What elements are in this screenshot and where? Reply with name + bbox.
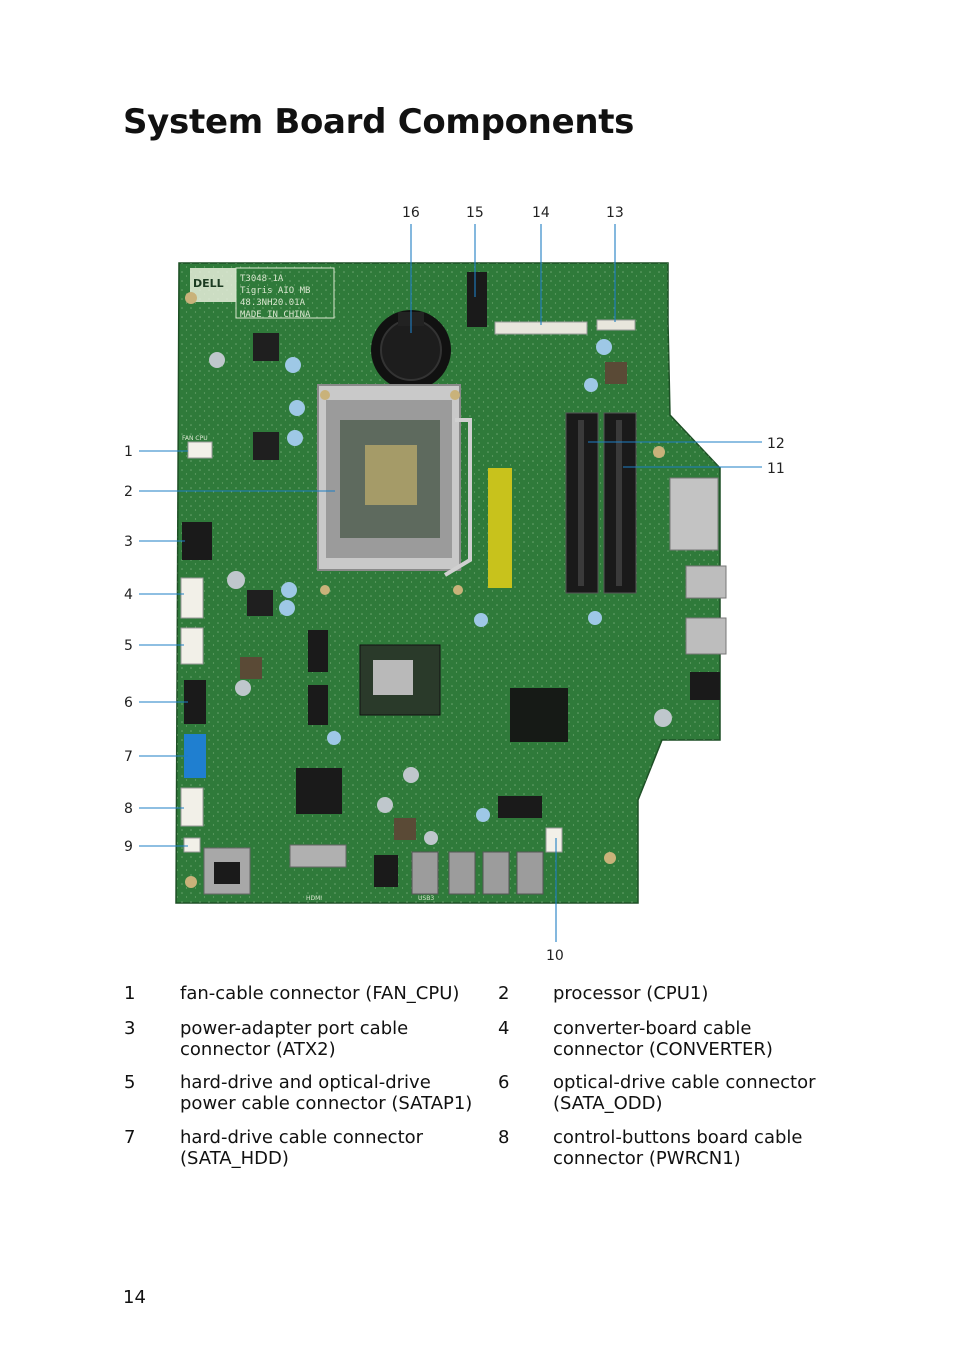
- callout-6: 6: [124, 695, 133, 711]
- usb-silkscreen: USB3: [418, 895, 434, 902]
- legend-num-3: 3: [124, 1018, 136, 1039]
- callout-3: 3: [124, 534, 133, 550]
- legend-num-7: 7: [124, 1127, 136, 1148]
- gpu-die: [373, 660, 413, 695]
- legend-num-5: 5: [124, 1072, 136, 1093]
- connector-13: [596, 319, 636, 331]
- callout-leaders: [139, 224, 762, 942]
- legend-text-5: hard-drive and optical-drive power cable…: [180, 1072, 473, 1114]
- connector-10: [545, 827, 563, 853]
- callout-8: 8: [124, 801, 133, 817]
- card-reader: [669, 477, 719, 551]
- side-usb-ports: [685, 565, 727, 700]
- processor-socket: [317, 384, 472, 577]
- page-number: 14: [123, 1287, 146, 1308]
- gold-pad: [488, 468, 512, 588]
- hdmi-port: [289, 844, 347, 868]
- ethernet-jack: [214, 862, 240, 884]
- board-model-line2: Tigris AIO MB: [240, 286, 310, 296]
- board-model-line1: T3048-1A: [240, 274, 284, 284]
- coin-cell-battery: [371, 310, 451, 390]
- inductors: [240, 333, 627, 840]
- board-model-line4: MADE IN CHINA: [240, 310, 311, 320]
- callout-16: 16: [402, 205, 420, 221]
- legend-num-8: 8: [498, 1127, 510, 1148]
- converter-connector: [180, 577, 204, 619]
- audio-jack: [374, 855, 398, 887]
- callout-9: 9: [124, 839, 133, 855]
- io-chip: [296, 768, 342, 814]
- board-silkscreen-label: DELL T3048-1A Tigris AIO MB 48.3NH20.01A…: [190, 267, 335, 320]
- callout-7: 7: [124, 749, 133, 765]
- legend-num-6: 6: [498, 1072, 510, 1093]
- mounting-holes: [185, 292, 665, 888]
- capacitors: [209, 339, 672, 845]
- legend-text-6: optical-drive cable connector (SATA_ODD): [553, 1072, 816, 1114]
- callout-13: 13: [606, 205, 624, 221]
- sata-odd-connector: [184, 680, 206, 724]
- fan-cpu-connector: [187, 441, 213, 459]
- callout-4: 4: [124, 587, 133, 603]
- callout-1: 1: [124, 444, 133, 460]
- legend-text-1: fan-cable connector (FAN_CPU): [180, 983, 460, 1004]
- legend-text-8: control-buttons board cable connector (P…: [553, 1127, 803, 1169]
- callout-11: 11: [767, 461, 785, 477]
- callout-numbers: 1 2 3 4 5 6 7 8 9 10 11 12 13 14 15 16: [124, 205, 785, 964]
- callout-12: 12: [767, 436, 785, 452]
- board-model-line3: 48.3NH20.01A: [240, 298, 306, 308]
- satap1-connector: [180, 627, 204, 665]
- sata-hdd-connector: [184, 734, 206, 778]
- callout-10: 10: [546, 948, 564, 964]
- page-title: System Board Components: [123, 102, 635, 142]
- legend-num-4: 4: [498, 1018, 510, 1039]
- pwrcn1-connector: [180, 787, 204, 827]
- rear-usb-ports: [411, 851, 544, 895]
- pch-chip: [510, 688, 568, 742]
- callout-2: 2: [124, 484, 133, 500]
- legend-num-1: 1: [124, 983, 136, 1004]
- header-connector: [498, 796, 542, 818]
- callout-15: 15: [466, 205, 484, 221]
- connector-9: [183, 837, 201, 853]
- board-brand-text: DELL: [193, 277, 224, 290]
- callout-14: 14: [532, 205, 550, 221]
- legend-text-3: power-adapter port cable connector (ATX2…: [180, 1018, 409, 1060]
- callout-5: 5: [124, 638, 133, 654]
- hdmi-silkscreen: HDMI: [306, 895, 322, 902]
- atx2-connector: [182, 522, 212, 560]
- memory-chip: [308, 685, 328, 725]
- legend-text-4: converter-board cable connector (CONVERT…: [553, 1018, 773, 1060]
- legend-text-7: hard-drive cable connector (SATA_HDD): [180, 1127, 424, 1169]
- connector-15: [467, 272, 487, 327]
- legend-text-2: processor (CPU1): [553, 983, 709, 1004]
- fan-cpu-silkscreen: FAN CPU: [182, 435, 208, 442]
- memory-chip: [308, 630, 328, 672]
- legend-num-2: 2: [498, 983, 510, 1004]
- memory-slots: [565, 412, 637, 594]
